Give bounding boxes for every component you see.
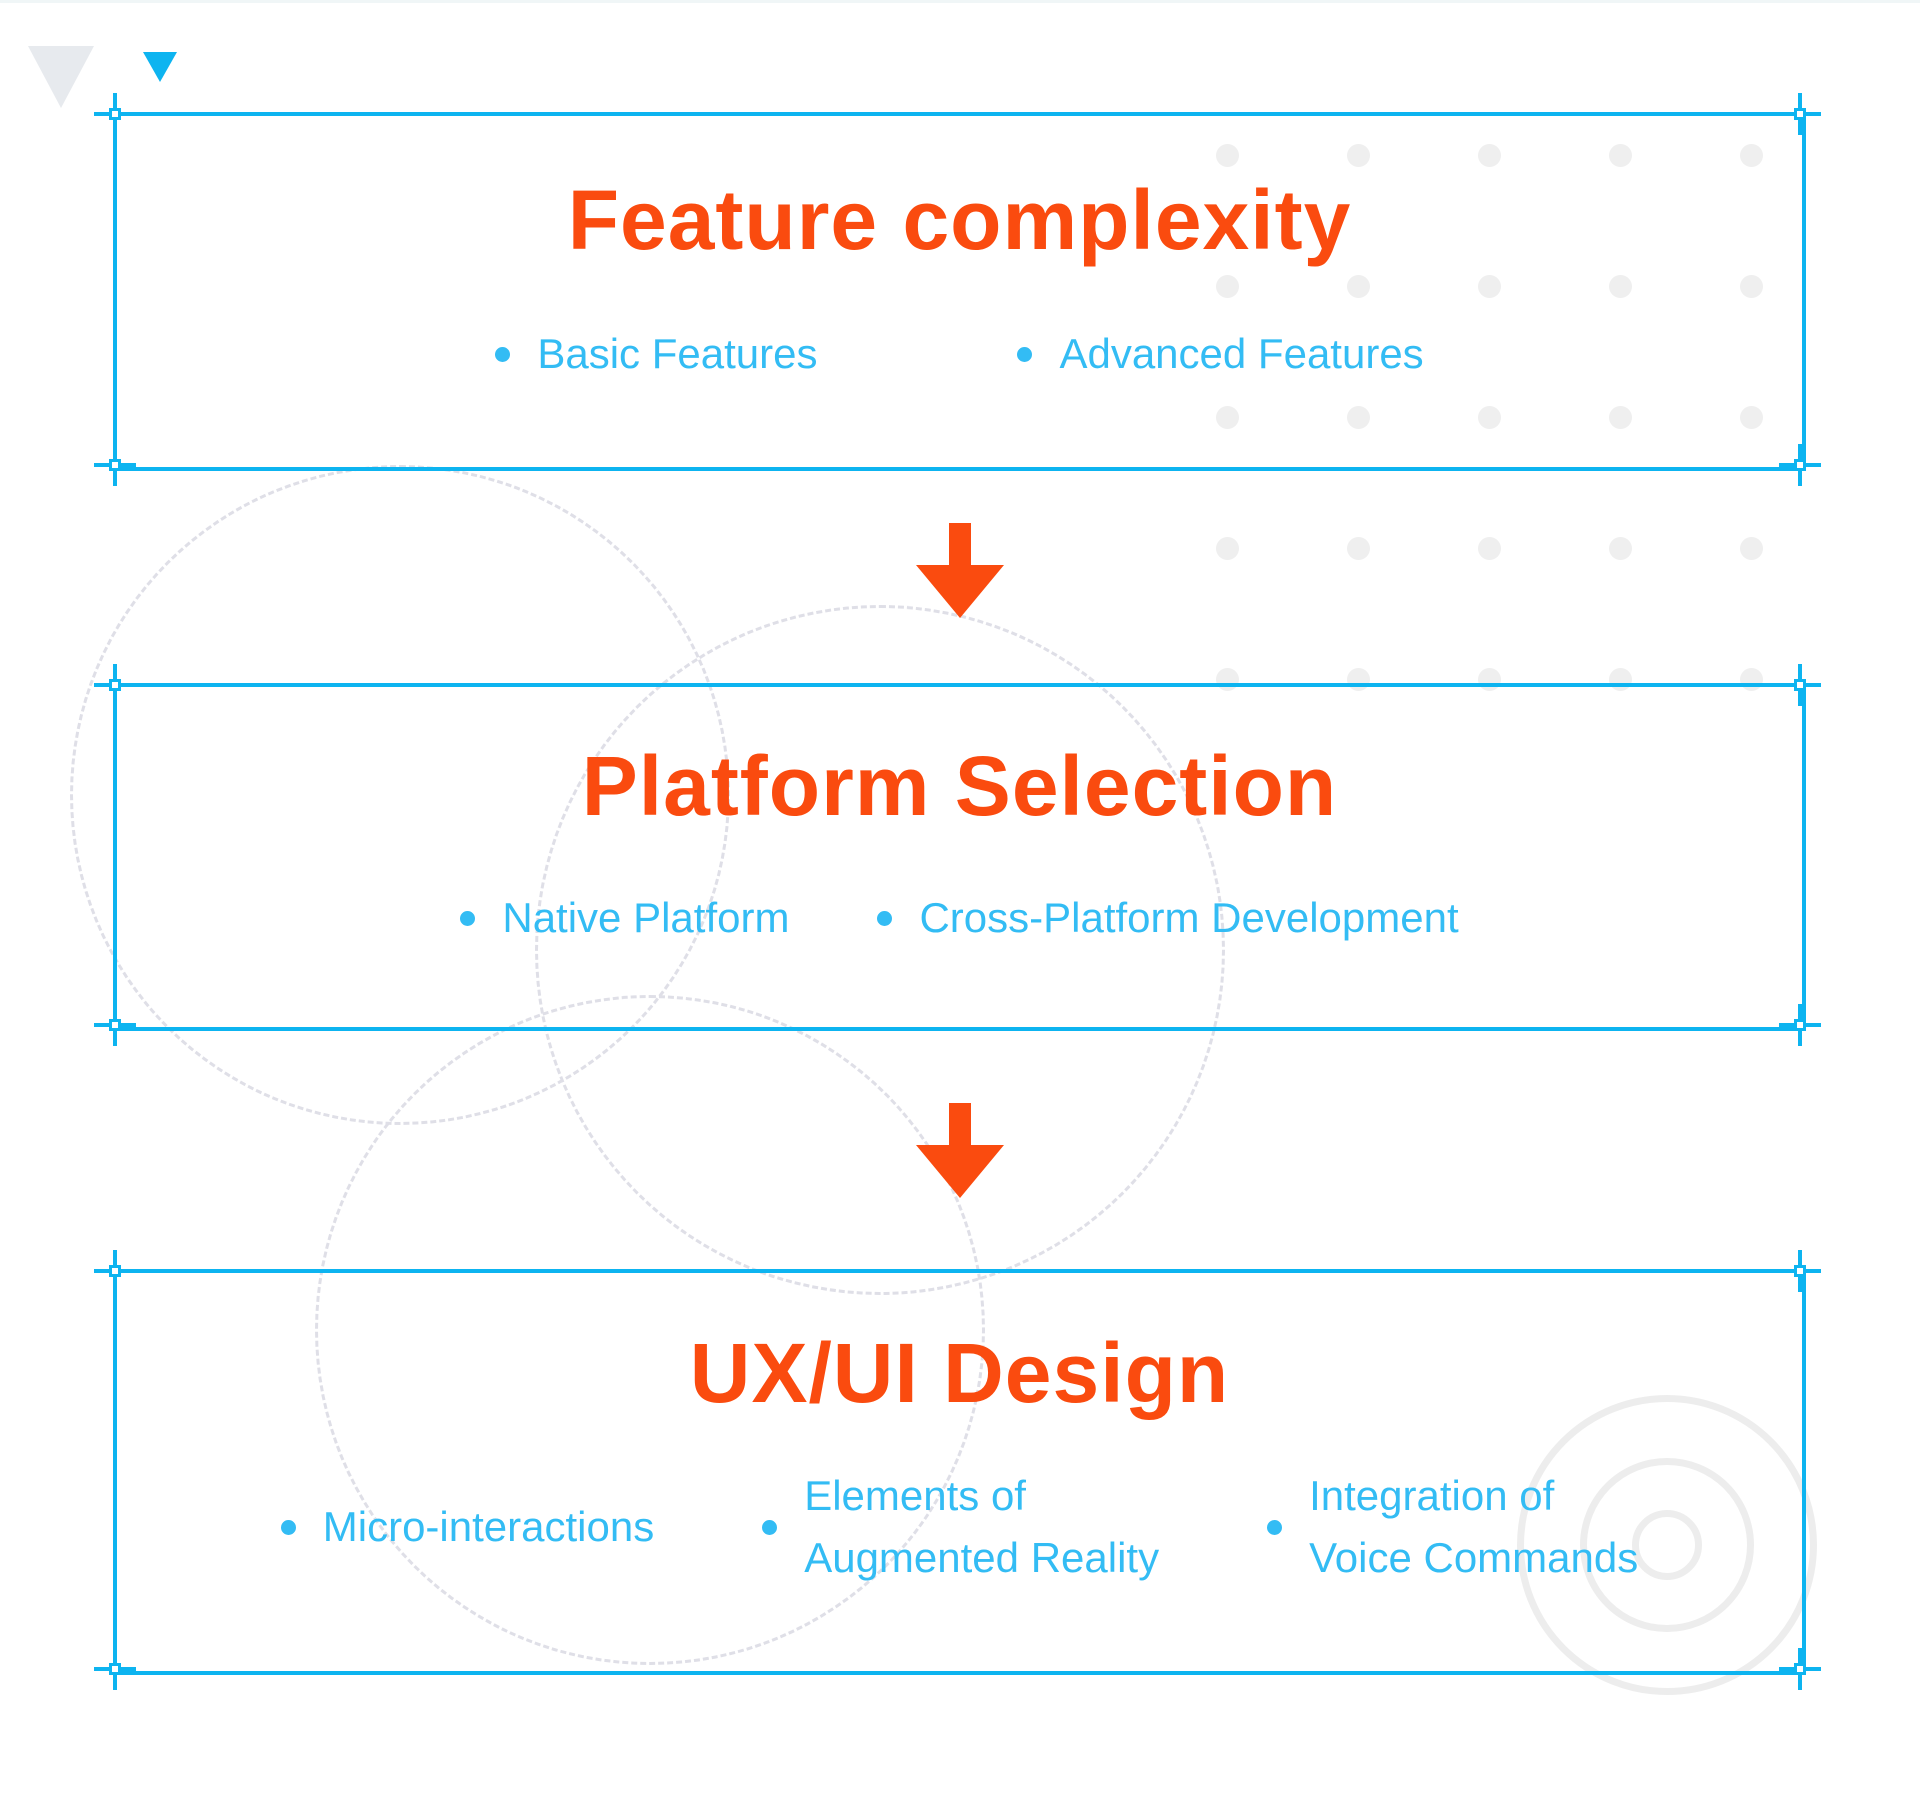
dot-decoration	[1216, 144, 1239, 167]
step-box-uxui-design[interactable]: UX/UI Design Micro-interactions Elements…	[94, 1250, 1821, 1690]
list-item-label: Native Platform	[502, 894, 790, 941]
dot-decoration	[1216, 275, 1239, 298]
list-item-label: Micro-interactions	[322, 1503, 655, 1550]
concentric-rings-decoration	[1517, 1395, 1817, 1695]
dot-decoration	[1347, 144, 1370, 167]
bullet-icon	[1267, 1519, 1283, 1535]
step-title: Platform Selection	[581, 739, 1338, 833]
bullet-icon	[1017, 346, 1033, 362]
dot-decoration	[1609, 144, 1632, 167]
dot-decoration	[1740, 537, 1763, 560]
dashed-circle-decoration	[315, 995, 985, 1665]
bullet-icon	[460, 910, 476, 926]
list-item: Basic Features	[495, 323, 817, 385]
dot-decoration	[1478, 406, 1501, 429]
dot-decoration	[1609, 406, 1632, 429]
bullet-icon	[280, 1519, 296, 1535]
list-item: Elements of Augmented Reality	[762, 1465, 1159, 1589]
bullet-icon	[877, 910, 893, 926]
gray-triangle-icon	[28, 46, 94, 108]
dot-decoration	[1478, 275, 1501, 298]
bullet-icon	[495, 346, 511, 362]
down-arrow-icon	[916, 1103, 1004, 1198]
list-item-label: Integration of	[1309, 1472, 1555, 1519]
list-item: Cross-Platform Development	[877, 887, 1459, 949]
concentric-rings-decoration	[1632, 1510, 1702, 1580]
dot-decoration	[1740, 275, 1763, 298]
bullet-row: Basic Features Advanced Features	[117, 323, 1802, 385]
list-item-label: Voice Commands	[1309, 1534, 1639, 1581]
dot-decoration	[1740, 144, 1763, 167]
bullet-row: Native Platform Cross-Platform Developme…	[117, 887, 1802, 949]
step-title: Feature complexity	[567, 173, 1352, 267]
list-item: Integration of Voice Commands	[1267, 1465, 1638, 1589]
dot-decoration	[1609, 275, 1632, 298]
bullet-icon	[762, 1519, 778, 1535]
dot-decoration	[1609, 537, 1632, 560]
list-item-label: Elements of	[804, 1472, 1026, 1519]
top-divider-line	[0, 0, 1920, 3]
list-item-label: Augmented Reality	[804, 1534, 1160, 1581]
dot-decoration	[1478, 537, 1501, 560]
bullet-row: Micro-interactions Elements of Augmented…	[117, 1465, 1802, 1589]
step-box-feature-complexity[interactable]: Feature complexity Basic Features Advanc…	[94, 93, 1821, 486]
list-item-label: Cross-Platform Development	[919, 894, 1459, 941]
dot-decoration	[1216, 406, 1239, 429]
list-item-label: Advanced Features	[1059, 330, 1424, 377]
list-item: Micro-interactions	[280, 1496, 655, 1558]
dot-decoration	[1347, 406, 1370, 429]
list-item-label: Basic Features	[537, 330, 818, 377]
dot-decoration	[1347, 537, 1370, 560]
dot-decoration	[1347, 275, 1370, 298]
concentric-rings-decoration	[1580, 1458, 1754, 1632]
list-item: Advanced Features	[1017, 323, 1424, 385]
dot-decoration	[1478, 144, 1501, 167]
list-item: Native Platform	[460, 887, 789, 949]
step-box-platform-selection[interactable]: Platform Selection Native Platform Cross…	[94, 664, 1821, 1046]
dot-decoration	[1216, 537, 1239, 560]
down-arrow-icon	[916, 523, 1004, 618]
step-title: UX/UI Design	[689, 1326, 1230, 1420]
cyan-triangle-icon	[143, 52, 177, 82]
dot-decoration	[1740, 406, 1763, 429]
